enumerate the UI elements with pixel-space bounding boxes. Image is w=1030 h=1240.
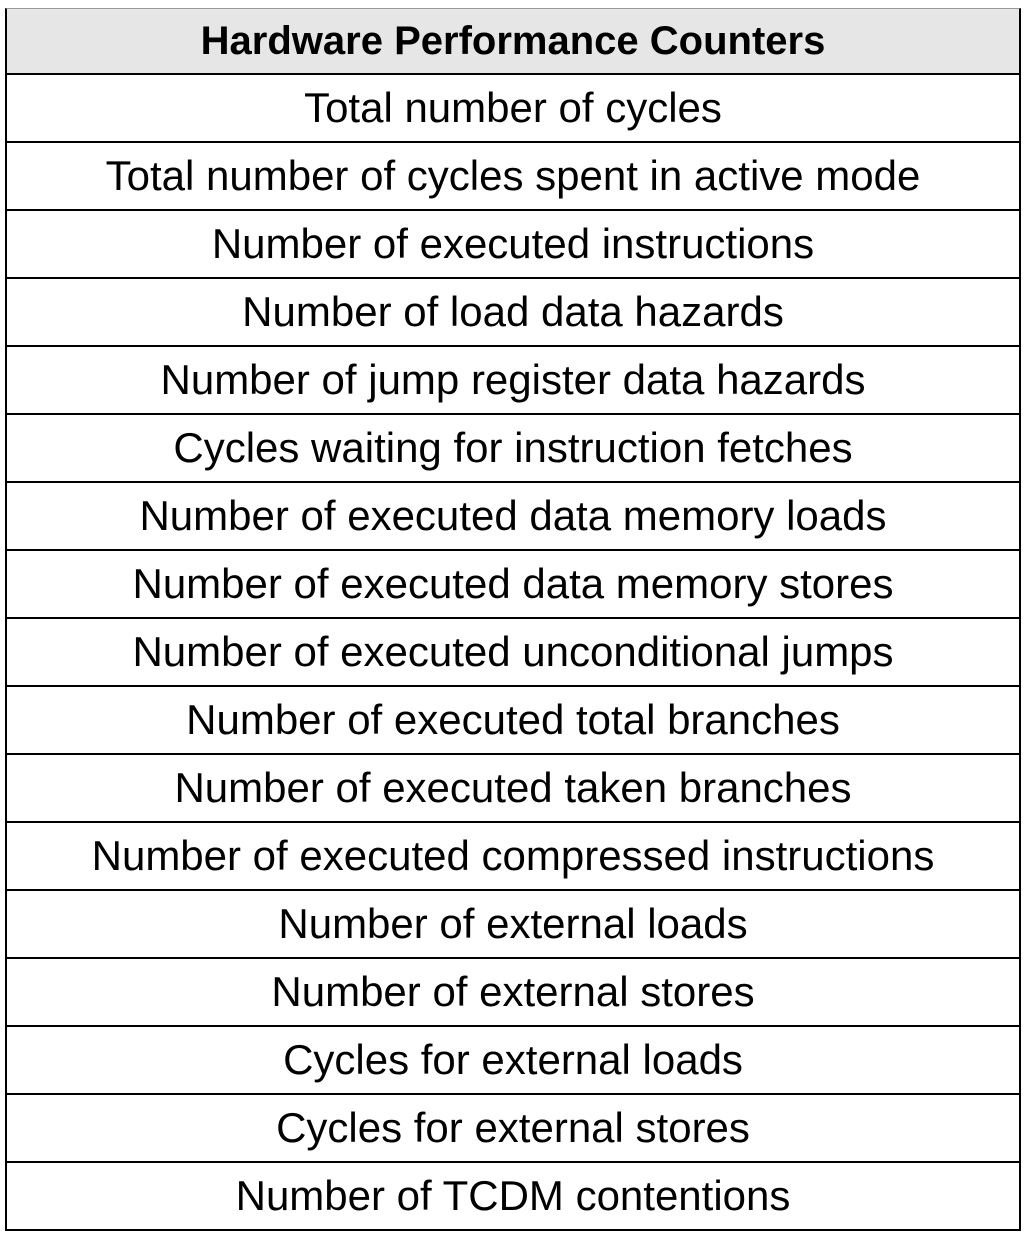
table-cell: Cycles for external loads	[7, 1026, 1019, 1095]
table-row: Number of executed data memory stores	[7, 550, 1019, 619]
table-header: Hardware Performance Counters	[7, 9, 1019, 75]
performance-counters-table: Hardware Performance Counters Total numb…	[7, 9, 1019, 1229]
table-cell: Number of executed data memory loads	[7, 482, 1019, 551]
table-row: Number of executed compressed instructio…	[7, 822, 1019, 891]
table-row: Number of executed instructions	[7, 210, 1019, 279]
table-cell: Number of executed compressed instructio…	[7, 822, 1019, 891]
table-cell: Number of TCDM contentions	[235, 1172, 791, 1219]
table-row: Cycles waiting for instruction fetches	[7, 414, 1019, 483]
table-cell: Number of jump register data hazards	[7, 346, 1019, 415]
table-cell: Cycles for external stores	[7, 1094, 1019, 1163]
table-header-row: Hardware Performance Counters	[7, 9, 1019, 75]
table-cell: Number of executed unconditional jumps	[7, 618, 1019, 687]
table-row: Total number of cycles spent in active m…	[7, 142, 1019, 211]
table-row: Number of external stores	[7, 958, 1019, 1027]
table-cell: Cycles waiting for instruction fetches	[7, 414, 1019, 483]
table-row: Number of jump register data hazards	[7, 346, 1019, 415]
table-row: Number of TCDM contentions	[7, 1162, 1019, 1229]
table-row: Total number of cycles	[7, 74, 1019, 143]
table-cell: Total number of cycles	[7, 74, 1019, 143]
table-cell: Number of executed instructions	[7, 210, 1019, 279]
table-row: Number of executed data memory loads	[7, 482, 1019, 551]
table-row: Number of executed taken branches	[7, 754, 1019, 823]
table-row: Number of external loads	[7, 890, 1019, 959]
table-cell: Total number of cycles spent in active m…	[7, 142, 1019, 211]
table-row: Cycles for external stores	[7, 1094, 1019, 1163]
table-cell: Number of executed taken branches	[7, 754, 1019, 823]
counters-table-container: Hardware Performance Counters Total numb…	[5, 8, 1021, 1231]
table-row: Number of load data hazards	[7, 278, 1019, 347]
table-cell: Number of external loads	[7, 890, 1019, 959]
table-row: Number of executed total branches	[7, 686, 1019, 755]
table-cell: Number of external stores	[7, 958, 1019, 1027]
table-row: Number of executed unconditional jumps	[7, 618, 1019, 687]
table-cell: Number of load data hazards	[7, 278, 1019, 347]
table-row: Cycles for external loads	[7, 1026, 1019, 1095]
table-cell: Number of executed total branches	[7, 686, 1019, 755]
table-cell: Number of executed data memory stores	[7, 550, 1019, 619]
